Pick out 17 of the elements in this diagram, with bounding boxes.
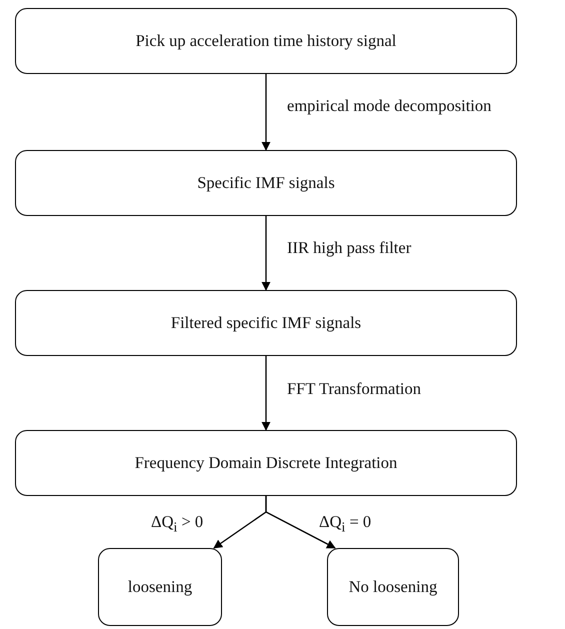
box-text: Specific IMF signals <box>197 173 335 193</box>
process-box <box>327 548 459 626</box>
arrow <box>262 216 270 291</box>
box-text: loosening <box>128 577 192 597</box>
box-text: Frequency Domain Discrete Integration <box>134 453 398 473</box>
arrow <box>265 496 336 549</box>
arrow <box>262 74 270 151</box>
box-text: No loosening <box>348 577 438 597</box>
arrow <box>262 356 270 431</box>
process-box <box>98 548 222 626</box>
process-box <box>15 8 517 74</box>
box-text: Filtered specific IMF signals <box>170 313 362 333</box>
process-box <box>15 430 517 496</box>
process-box <box>15 150 517 216</box>
box-text: Pick up acceleration time history signal <box>136 31 396 51</box>
edge-label: IIR high pass filter <box>286 238 412 258</box>
process-box <box>15 290 517 356</box>
